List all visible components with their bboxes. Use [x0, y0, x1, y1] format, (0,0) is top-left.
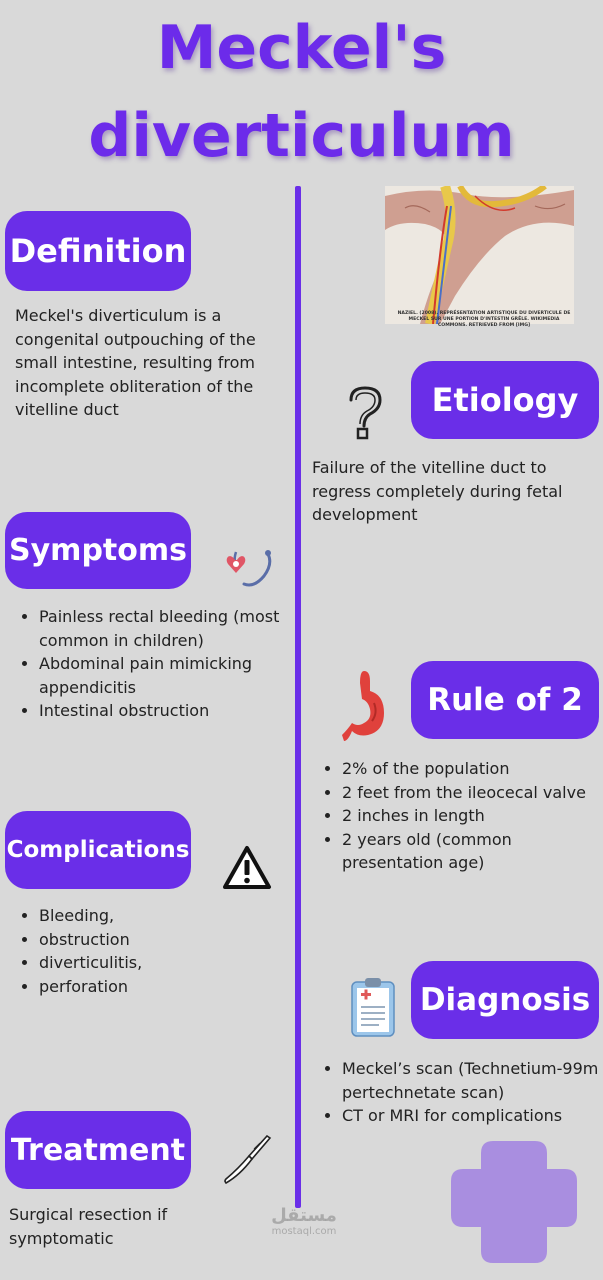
list-item: 2 feet from the ileocecal valve	[342, 781, 603, 805]
watermark-arabic: مستقل	[271, 1205, 337, 1226]
treatment-heading: Treatment	[5, 1111, 191, 1189]
scalpel-icon	[222, 1134, 274, 1191]
intestine-illustration	[385, 186, 574, 324]
treatment-text: Surgical resection if symptomatic	[9, 1205, 168, 1248]
list-item: 2 inches in length	[342, 804, 603, 828]
stethoscope-icon	[224, 546, 276, 594]
watermark: مستقل mostaql.com	[254, 1205, 354, 1238]
symptoms-list: Painless rectal bleeding (most common in…	[15, 605, 299, 723]
page-title: Meckel's diverticulum	[88, 13, 515, 171]
list-item: Painless rectal bleeding (most common in…	[39, 605, 299, 652]
list-item: Intestinal obstruction	[39, 699, 299, 723]
complications-list: Bleeding, obstruction diverticulitis, pe…	[15, 904, 269, 998]
diagnosis-heading: Diagnosis	[411, 961, 599, 1039]
center-divider	[295, 186, 301, 1208]
list-item: 2 years old (common presentation age)	[342, 828, 603, 875]
list-item: diverticulitis,	[39, 951, 269, 975]
symptoms-heading: Symptoms	[5, 512, 191, 589]
list-item: 2% of the population	[342, 757, 603, 781]
definition-heading: Definition	[5, 211, 191, 291]
question-mark-icon	[343, 384, 389, 446]
rule-of-2-list: 2% of the population 2 feet from the ile…	[318, 757, 603, 875]
clipboard-icon	[349, 976, 397, 1042]
stomach-icon	[340, 669, 392, 749]
list-item: Meckel’s scan (Technetium-99m pertechnet…	[342, 1057, 603, 1104]
list-item: perforation	[39, 975, 269, 999]
watermark-latin: mostaql.com	[271, 1226, 337, 1237]
definition-text: Meckel's diverticulum is a congenital ou…	[15, 306, 256, 419]
diagnosis-list: Meckel’s scan (Technetium-99m pertechnet…	[318, 1057, 603, 1128]
anatomy-illustration	[385, 186, 574, 324]
etiology-text: Failure of the vitelline duct to regress…	[312, 458, 563, 524]
list-item: Bleeding,	[39, 904, 269, 928]
etiology-heading: Etiology	[411, 361, 599, 439]
list-item: CT or MRI for complications	[342, 1104, 603, 1128]
complications-heading: Complications	[5, 811, 191, 889]
warning-icon	[222, 845, 272, 895]
list-item: Abdominal pain mimicking appendicitis	[39, 652, 299, 699]
image-caption: NAZIEL. (2008). REPRÉSENTATION ARTISTIQU…	[397, 311, 571, 328]
list-item: obstruction	[39, 928, 269, 952]
rule-of-2-heading: Rule of 2	[411, 661, 599, 739]
medical-cross-icon	[451, 1141, 599, 1267]
